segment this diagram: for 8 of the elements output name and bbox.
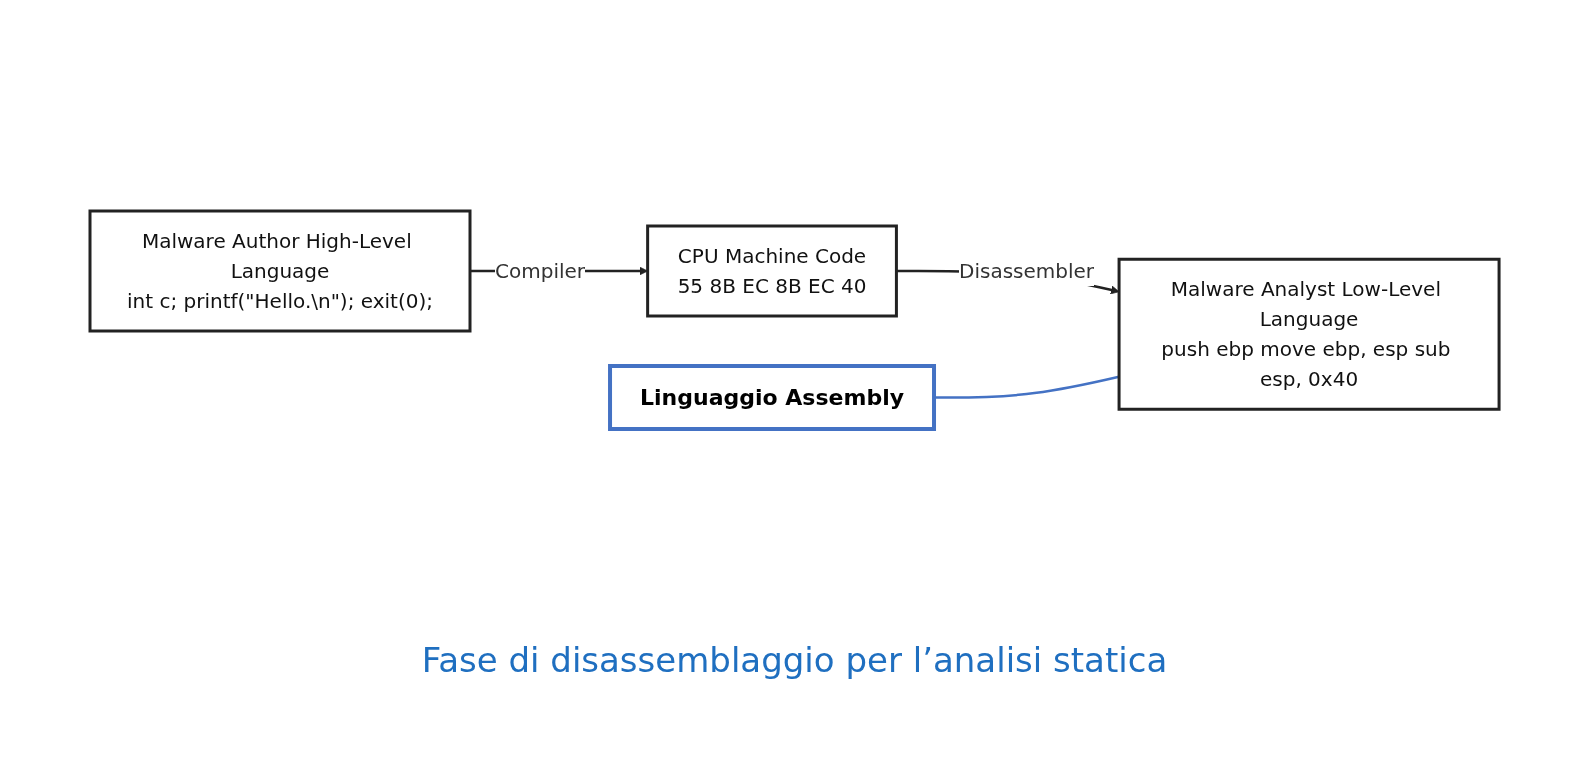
connector: [934, 375, 1120, 399]
note-text: Fase di disassemblaggio per l’analisi statica: [421, 640, 1168, 680]
edge-label: Compiler: [494, 259, 585, 283]
node-box: Malware Analyst Low-Level Language push ebp move ebp, esp sub esp, 0x40: [1117, 257, 1501, 411]
node-box: Malware Author High-Level Language int c; printf("Hello.\n"); exit(0);: [88, 209, 472, 333]
node-box: CPU Machine Code 55 8B EC 8B EC 40: [646, 224, 898, 318]
node-box: Linguaggio Assembly: [608, 364, 936, 431]
edge-label: Disassembler: [958, 259, 1095, 283]
